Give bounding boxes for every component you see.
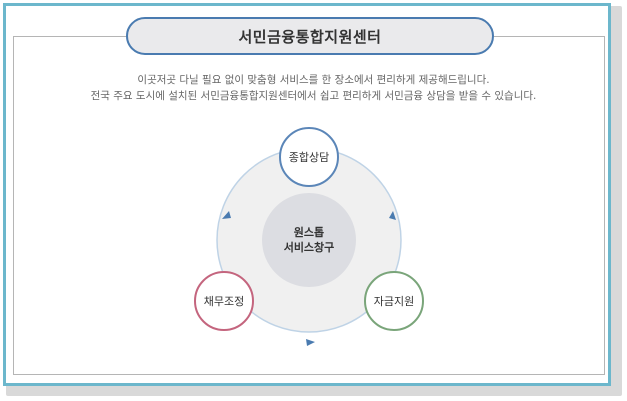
node-circle-funding (364, 271, 424, 331)
arrow-bottom-icon (306, 339, 315, 346)
center-circle (262, 193, 356, 287)
content-box-top-right-border (494, 36, 605, 37)
center-label-line-1: 원스톱 (293, 226, 325, 239)
arrow-left-icon (222, 211, 231, 219)
content-box (13, 36, 605, 375)
page-title-pill: 서민금융통합지원센터 (126, 17, 494, 55)
node-circle-consulting (279, 127, 339, 187)
description-line-1: 이곳저곳 다닐 필요 없이 맞춤형 서비스를 한 장소에서 편리하게 제공해드립… (137, 74, 490, 86)
center-label: 원스톱 서비스창구 (284, 225, 335, 255)
arrow-right-icon (389, 211, 396, 220)
content-box-top-left-border (13, 36, 128, 37)
page-title: 서민금융통합지원센터 (238, 27, 382, 46)
node-label-funding: 자금지원 (373, 295, 415, 308)
node-circle-debt (194, 271, 254, 331)
center-label-line-2: 서비스창구 (283, 241, 335, 254)
description-line-2: 전국 주요 도시에 설치된 서민금융통합지원센터에서 쉽고 편리하게 서민금융 … (90, 90, 537, 102)
node-label-debt: 채무조정 (203, 295, 245, 308)
node-label-consulting: 종합상담 (288, 151, 330, 164)
